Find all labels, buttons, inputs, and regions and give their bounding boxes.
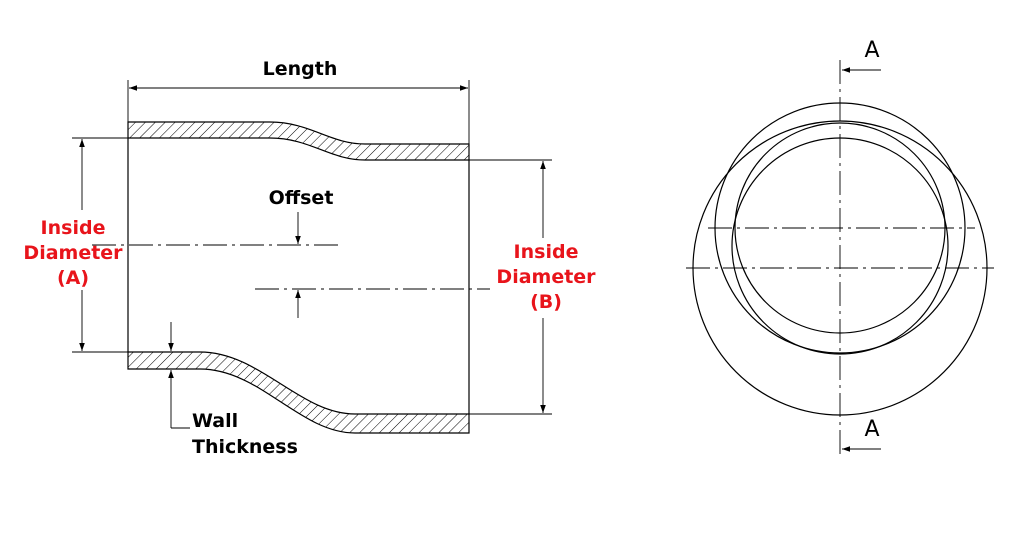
- diameter-a-label-line2: Diameter: [23, 242, 123, 264]
- offset-label: Offset: [269, 187, 334, 209]
- diameter-a-label-line3: (A): [57, 267, 89, 289]
- length-label: Length: [263, 58, 338, 80]
- diameter-b-label-line3: (B): [530, 291, 562, 313]
- top-wall-section: [127, 121, 470, 161]
- side-view: Length Inside Diameter (A) Inside Diamet…: [23, 58, 596, 458]
- end-view: A A: [686, 38, 994, 455]
- diameter-b-label-line2: Diameter: [496, 266, 596, 288]
- wall-label-line1: Wall: [192, 410, 238, 432]
- diameter-a-label-line1: Inside: [41, 217, 106, 239]
- bottom-wall-section: [127, 351, 470, 434]
- wall-label-line2: Thickness: [192, 436, 298, 458]
- section-label-top: A: [864, 38, 879, 63]
- diameter-b-label-line1: Inside: [514, 241, 579, 263]
- section-label-bottom: A: [864, 417, 879, 442]
